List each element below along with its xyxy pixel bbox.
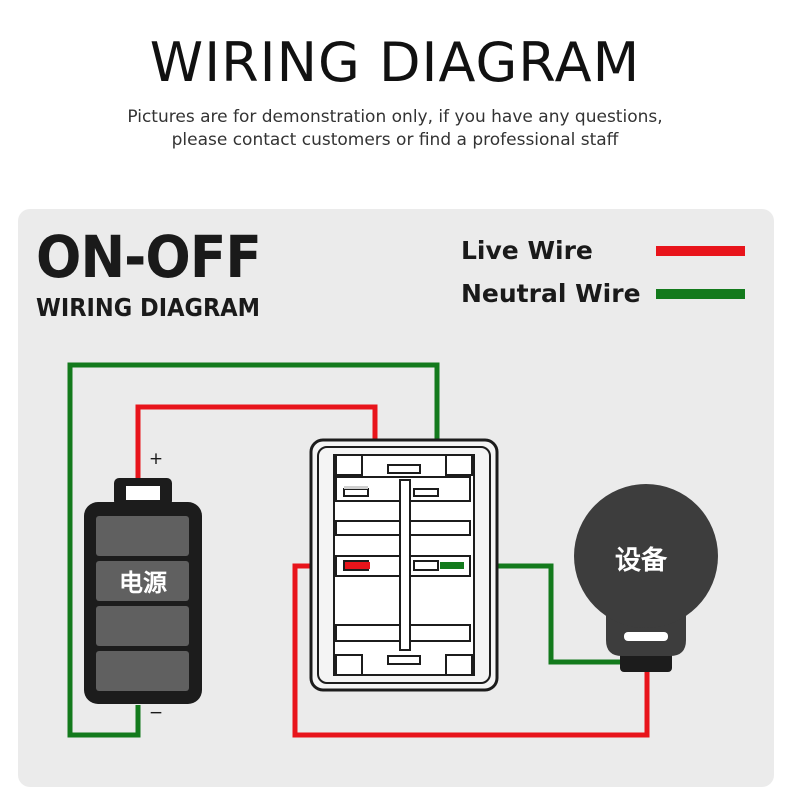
- diagram-subtitle: WIRING DIAGRAM: [36, 293, 261, 322]
- rocker-switch: [309, 438, 499, 692]
- battery-plus-sign: +: [149, 449, 163, 469]
- battery-minus-sign: −: [149, 703, 163, 723]
- legend-neutral-swatch: [656, 289, 745, 299]
- battery: [84, 478, 202, 704]
- legend-neutral-label: Neutral Wire: [461, 279, 641, 308]
- diagram-title: ON-OFF: [36, 223, 262, 291]
- switch-terminal-neutral: [440, 562, 464, 569]
- switch-terminal-live: [345, 562, 370, 569]
- legend-live-label: Live Wire: [461, 236, 593, 265]
- device: [574, 484, 718, 672]
- page-title: WIRING DIAGRAM: [149, 31, 641, 94]
- subtitle-line-1: Pictures are for demonstration only, if …: [127, 107, 663, 127]
- page-subtitle: Pictures are for demonstration only, if …: [0, 106, 790, 152]
- legend-live-swatch: [656, 246, 745, 256]
- neutral-wire-battery-to-switch: [67, 362, 440, 738]
- device-label: 设备: [615, 546, 668, 576]
- battery-label: 电源: [119, 569, 167, 597]
- subtitle-line-2: please contact customers or find a profe…: [171, 130, 619, 150]
